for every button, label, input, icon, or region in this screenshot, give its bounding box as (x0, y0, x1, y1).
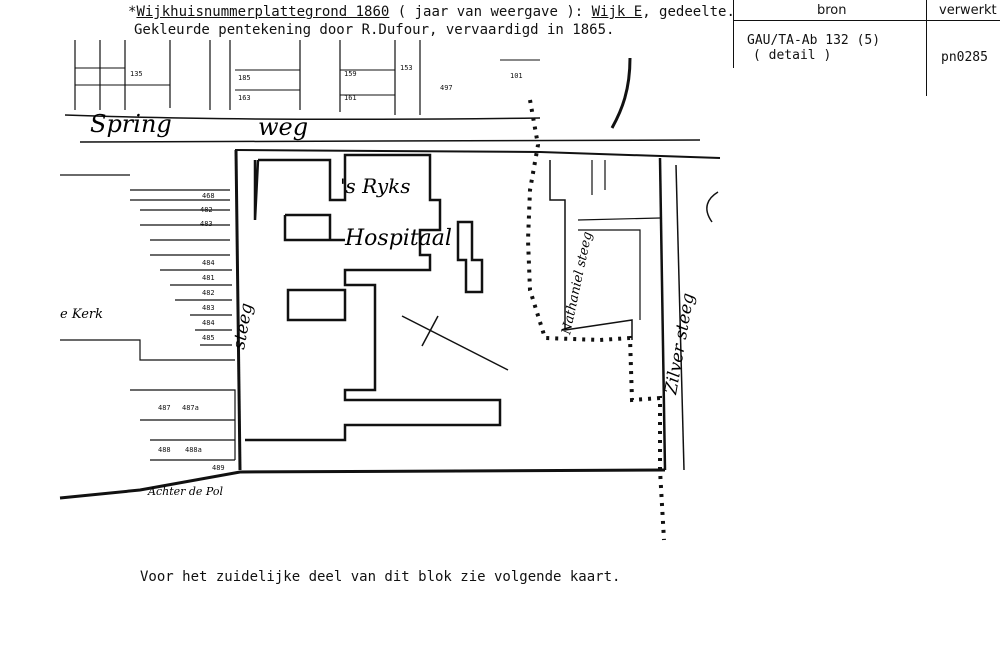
meta-processed-id: pn0285 (941, 50, 988, 65)
top-plot-columns (74, 40, 421, 115)
title-prefix: * (128, 4, 137, 20)
plot-number: 153 (400, 64, 413, 72)
plot-number: 485 (202, 334, 215, 342)
plot-number: 484 (202, 259, 215, 267)
hospital-wing (283, 213, 345, 242)
meta-header-source: bron (817, 3, 847, 18)
plot-number: 483 (202, 304, 215, 312)
hospital-wing-2 (286, 288, 347, 322)
map-outlines (59, 40, 721, 500)
dotted-boundary (525, 99, 666, 541)
top-plot-rows (75, 59, 540, 96)
plot-number: 487a (182, 404, 199, 412)
plot-number: 488 (158, 446, 171, 454)
map-title-line: *Wijkhuisnummerplattegrond 1860 ( jaar v… (128, 4, 735, 20)
plot-number: 481 (202, 274, 215, 282)
meta-source-detail: ( detail ) (753, 48, 832, 63)
meta-header-rule (733, 20, 1000, 21)
meta-divider-rule (926, 0, 927, 96)
north-arrow (401, 315, 509, 371)
plot-number: 489 (212, 464, 225, 472)
right-block-ticks (591, 160, 606, 195)
plot-number: 482 (200, 206, 213, 214)
plot-number: 159 (344, 70, 357, 78)
right-edge-curve (706, 191, 719, 223)
kerk-label: e Kerk (60, 307, 103, 322)
bottom-street-label: Achter de Pol (147, 485, 224, 498)
left-steeg-line (234, 149, 242, 471)
plot-number: 497 (440, 84, 453, 92)
zilversteeg-label: Zilver steeg (661, 291, 699, 396)
north-arrow-cross (421, 315, 439, 347)
plot-number: 163 (238, 94, 251, 102)
plot-number: 488a (185, 446, 202, 454)
plot-number: 484 (202, 319, 215, 327)
meta-source-ref: GAU/TA-Ab 132 (5) (747, 33, 881, 48)
wijk-label: Wijk E (591, 4, 643, 20)
right-block-lines (577, 217, 661, 320)
bottom-plot-rows (130, 389, 236, 461)
metadata-table: bron verwerkt GAU/TA-Ab 132 (5) ( detail… (733, 0, 1000, 96)
map-subtitle: Gekleurde pentekening door R.Dufour, ver… (134, 22, 615, 38)
springweg-label-2: weg (258, 113, 308, 141)
nathaniel-steeg (549, 160, 633, 340)
springweg-south-edge (79, 139, 701, 143)
map-title: Wijkhuisnummerplattegrond 1860 (136, 4, 390, 20)
springweg-label: Spring (90, 110, 172, 138)
left-steeg-label: steeg (229, 301, 257, 350)
hospitaal-label: Hospitaal (344, 226, 452, 251)
plot-number: 482 (202, 289, 215, 297)
springweg-north-edge (64, 114, 541, 120)
left-plot-rows (130, 189, 232, 346)
title-middle: ( jaar van weergave ): (389, 4, 592, 20)
block-south-edge (59, 468, 666, 500)
title-suffix: , gedeelte. (642, 4, 735, 20)
top-block-edge (610, 57, 632, 129)
plot-number: 161 (344, 94, 357, 102)
map-caption: Voor het zuidelijke deel van dit blok zi… (140, 569, 621, 585)
plot-number: 468 (202, 192, 215, 200)
left-block-edges (60, 174, 235, 361)
meta-header-processed: verwerkt (939, 3, 997, 18)
plot-number: 101 (510, 72, 523, 80)
plot-numbers: 468 484 481 482 483 484 485 482 483 487 … (130, 64, 523, 472)
plot-number: 185 (238, 74, 251, 82)
hospital-outline (245, 153, 502, 442)
block-north-edge (234, 149, 721, 159)
plot-number: 483 (200, 220, 213, 228)
rijks-label: 's Ryks (340, 174, 411, 198)
outbuilding (456, 220, 484, 294)
boundary-dots (525, 99, 666, 541)
meta-left-rule (733, 0, 734, 68)
zilversteeg-east-edge (675, 164, 685, 471)
zilversteeg-west-edge (658, 157, 667, 471)
plot-number: 487 (158, 404, 171, 412)
plot-number: 135 (130, 70, 143, 78)
